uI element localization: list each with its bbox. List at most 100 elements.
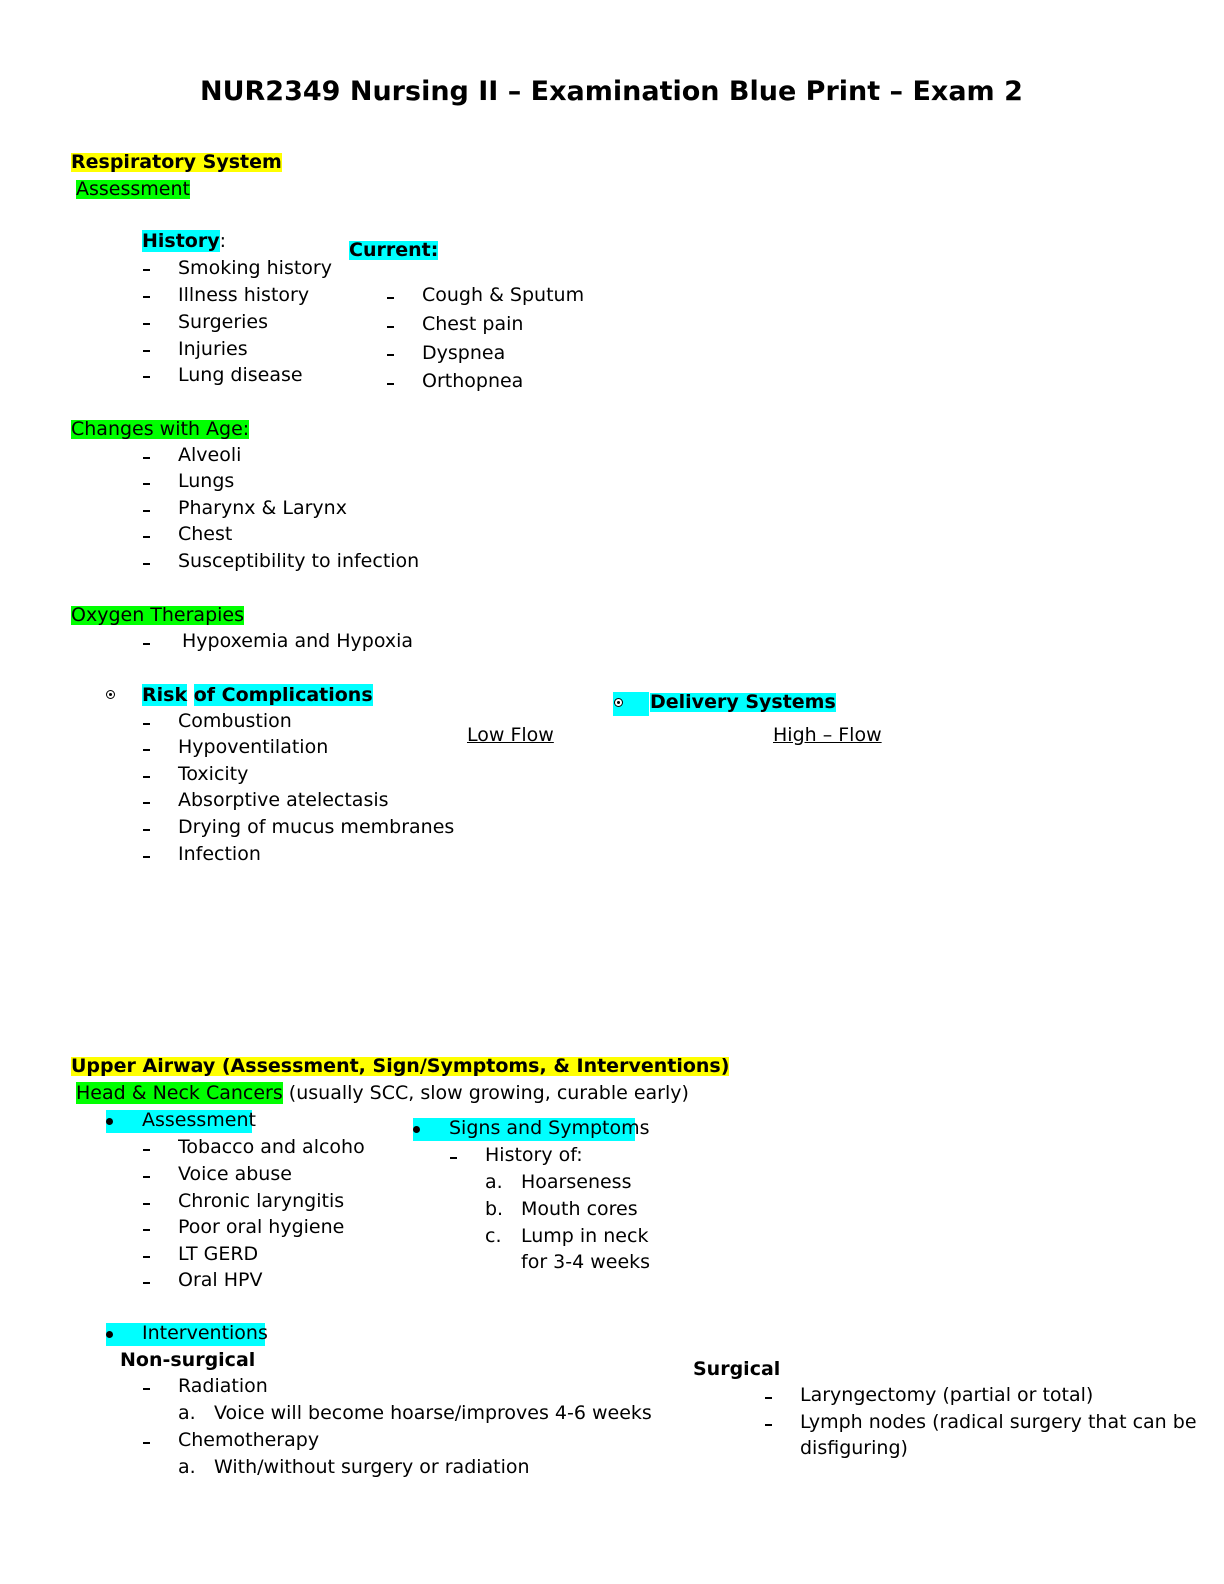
dash-marker [143, 376, 150, 378]
dash-marker [143, 1149, 150, 1151]
head-neck-line: Head & Neck Cancers (usually SCC, slow g… [76, 1082, 689, 1104]
signs-item: Mouth cores [521, 1198, 638, 1220]
risk-item: Infection [178, 843, 261, 865]
history-item: Illness history [178, 284, 310, 306]
nonsurgical-subitem: With/without surgery or radiation [214, 1456, 530, 1478]
delivery-systems-label: Delivery Systems [650, 691, 836, 713]
assessment-highlight [106, 1110, 252, 1133]
section-heading-upper-airway: Upper Airway (Assessment, Sign/Symptoms,… [71, 1055, 730, 1077]
bullet-marker [106, 1331, 113, 1338]
history-item: Smoking history [178, 257, 332, 279]
signs-item: Lump in neck [521, 1225, 649, 1247]
nonsurgical-item: Radiation [178, 1375, 268, 1397]
risk-label-line: Risk of Complications [142, 684, 373, 706]
nonsurgical-label: Non-surgical [120, 1349, 256, 1371]
dash-marker [143, 829, 150, 831]
surgical-label: Surgical [693, 1358, 781, 1380]
dash-marker [143, 323, 150, 325]
surgical-item: Lymph nodes (radical surgery that can be [800, 1411, 1197, 1433]
sub-marker: a. [178, 1456, 196, 1478]
dash-marker [143, 483, 150, 485]
bullet-marker [106, 1118, 113, 1125]
dash-marker [143, 457, 150, 459]
head-neck-label: Head & Neck Cancers [76, 1082, 283, 1104]
bullet-marker [106, 690, 115, 699]
signs-marker: a. [485, 1171, 503, 1193]
bullet-marker [413, 1126, 420, 1133]
current-item: Chest pain [422, 313, 524, 335]
current-label: Current: [349, 239, 439, 261]
dash-marker [143, 643, 150, 645]
nonsurgical-subitem: Voice will become hoarse/improves 4-6 we… [214, 1402, 652, 1424]
nonsurgical-item: Chemotherapy [178, 1429, 320, 1451]
dash-marker [143, 776, 150, 778]
subheading-oxygen-therapies: Oxygen Therapies [71, 604, 244, 626]
dash-marker [143, 536, 150, 538]
signs-label: Signs and Symptoms [449, 1117, 650, 1139]
ua-assessment-label: Assessment [142, 1109, 256, 1131]
risk-item: Combustion [178, 710, 292, 732]
age-item: Alveoli [178, 444, 242, 466]
signs-marker: b. [485, 1198, 504, 1220]
oxygen-item: Hypoxemia and Hypoxia [182, 630, 414, 652]
dash-marker [143, 1203, 150, 1205]
dash-marker [387, 297, 394, 299]
history-label: History [142, 230, 220, 252]
signs-highlight [413, 1118, 635, 1141]
subheading-assessment: Assessment [76, 178, 190, 200]
dash-marker [143, 1282, 150, 1284]
sub-marker: a. [178, 1402, 196, 1424]
dash-marker [143, 510, 150, 512]
risk-label-part: Risk [142, 684, 188, 706]
dash-marker [387, 383, 394, 385]
dash-marker [143, 1176, 150, 1178]
current-item: Dyspnea [422, 342, 506, 364]
history-item: Surgeries [178, 311, 269, 333]
surgical-item: Laryngectomy (partial or total) [800, 1384, 1094, 1406]
age-item: Pharynx & Larynx [178, 497, 347, 519]
ua-assessment-item: Poor oral hygiene [178, 1216, 345, 1238]
dash-marker [765, 1397, 772, 1399]
age-item: Chest [178, 523, 233, 545]
signs-item-continued: for 3-4 weeks [521, 1251, 651, 1273]
surgical-item-continued: disfiguring) [800, 1437, 908, 1459]
dash-marker [143, 350, 150, 352]
risk-item: Absorptive atelectasis [178, 789, 389, 811]
dash-marker [387, 326, 394, 328]
dash-marker [143, 1388, 150, 1390]
ua-assessment-item: Oral HPV [178, 1269, 263, 1291]
interventions-label: Interventions [142, 1322, 268, 1344]
risk-label-part: of Complications [193, 684, 373, 706]
signs-marker: c. [485, 1225, 502, 1247]
page-title: NUR2349 Nursing II – Examination Blue Pr… [200, 76, 1023, 107]
risk-item: Drying of mucus membranes [178, 816, 455, 838]
dash-marker [143, 1256, 150, 1258]
head-neck-note: (usually SCC, slow growing, curable earl… [282, 1082, 689, 1104]
history-label-line: History: [142, 230, 227, 252]
history-colon: : [219, 230, 227, 252]
current-item: Orthopnea [422, 370, 524, 392]
history-item: Injuries [178, 338, 248, 360]
dash-marker [143, 269, 150, 271]
dash-marker [143, 723, 150, 725]
interventions-highlight [106, 1323, 265, 1346]
history-item: Lung disease [178, 364, 303, 386]
section-heading-respiratory: Respiratory System [71, 151, 282, 173]
signs-item: Hoarseness [521, 1171, 632, 1193]
ua-assessment-item: Tobacco and alcohol u [178, 1138, 364, 1157]
ua-assessment-item: Voice abuse [178, 1163, 292, 1185]
risk-item: Hypoventilation [178, 736, 329, 758]
signs-history: History of: [485, 1144, 583, 1166]
dash-marker [143, 749, 150, 751]
age-item: Lungs [178, 470, 235, 492]
dash-marker [143, 563, 150, 565]
dash-marker [143, 1442, 150, 1444]
risk-item: Toxicity [178, 763, 249, 785]
bullet-marker [614, 698, 623, 707]
low-flow-label: Low Flow [467, 724, 554, 746]
ua-assessment-item: Chronic laryngitis [178, 1190, 345, 1212]
age-item: Susceptibility to infection [178, 550, 420, 572]
dash-marker [765, 1424, 772, 1426]
dash-marker [450, 1157, 457, 1159]
high-flow-label: High – Flow [773, 724, 882, 746]
